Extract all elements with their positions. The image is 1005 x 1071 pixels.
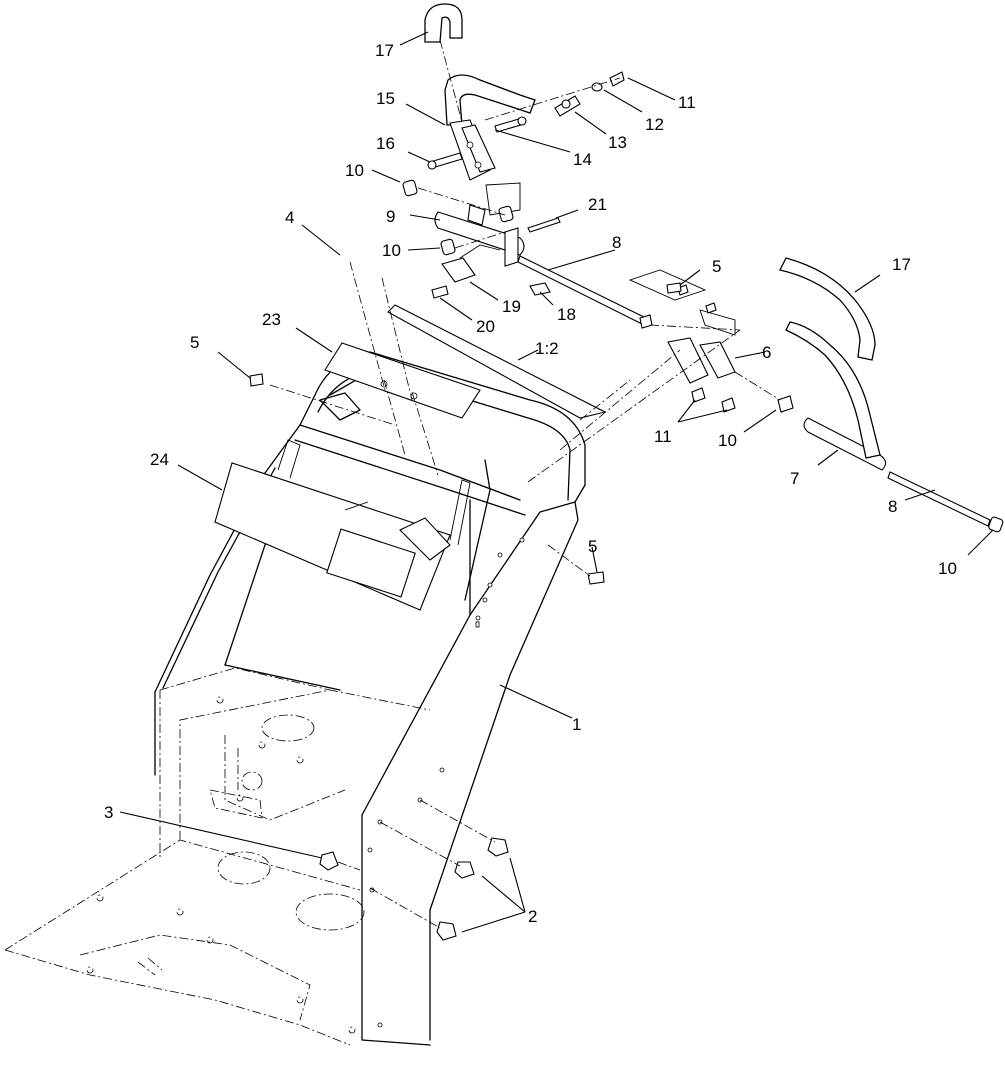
chassis-phantom [4,667,431,1046]
callout-3: 3 [104,803,113,822]
callout-18: 18 [557,305,576,324]
callout-labels: 1 2 3 4 5 5 5 6 7 8 8 9 10 10 10 10 11 1… [104,41,957,926]
left-handle-assembly [424,3,536,216]
callout-8-right: 8 [888,497,897,516]
callout-5-right-lower: 5 [588,537,597,556]
callout-9: 9 [386,207,395,226]
callout-1: 1 [572,715,581,734]
callout-12: 12 [645,115,664,134]
upper-hardware [554,71,625,117]
callout-24: 24 [150,450,169,469]
callout-8-top: 8 [612,233,621,252]
callout-5-right-top: 5 [712,257,721,276]
callout-17-right: 17 [892,255,911,274]
callout-10-far-right: 10 [938,559,957,578]
callout-14: 14 [573,150,592,169]
decal-1-2 [387,304,607,419]
callout-11-top: 11 [678,93,696,112]
callout-10-mid: 10 [382,241,401,260]
callout-20: 20 [476,317,495,336]
callout-21: 21 [588,195,607,214]
callout-10-right: 10 [718,431,737,450]
callout-23: 23 [262,310,281,329]
lower-hardware [319,837,509,941]
callout-10-top: 10 [345,161,364,180]
decal-24 [214,462,451,611]
callout-15: 15 [376,89,395,108]
callout-7: 7 [790,469,799,488]
handle-frame [154,351,586,1046]
callout-13: 13 [608,133,627,152]
callout-5-left: 5 [190,333,199,352]
callout-19: 19 [502,297,521,316]
decal-23 [324,342,481,419]
shaft-assembly [402,179,651,327]
callout-11-mid: 11 [654,427,672,446]
callout-16: 16 [376,134,395,153]
right-handle-assembly [249,257,1004,585]
callout-17-top: 17 [375,41,394,60]
leader-lines [119,31,994,933]
callout-6: 6 [762,343,771,362]
assembly-phantom-lines [269,39,781,929]
callout-1-2: 1:2 [535,339,559,358]
callout-4: 4 [285,208,294,227]
callout-2: 2 [528,907,537,926]
